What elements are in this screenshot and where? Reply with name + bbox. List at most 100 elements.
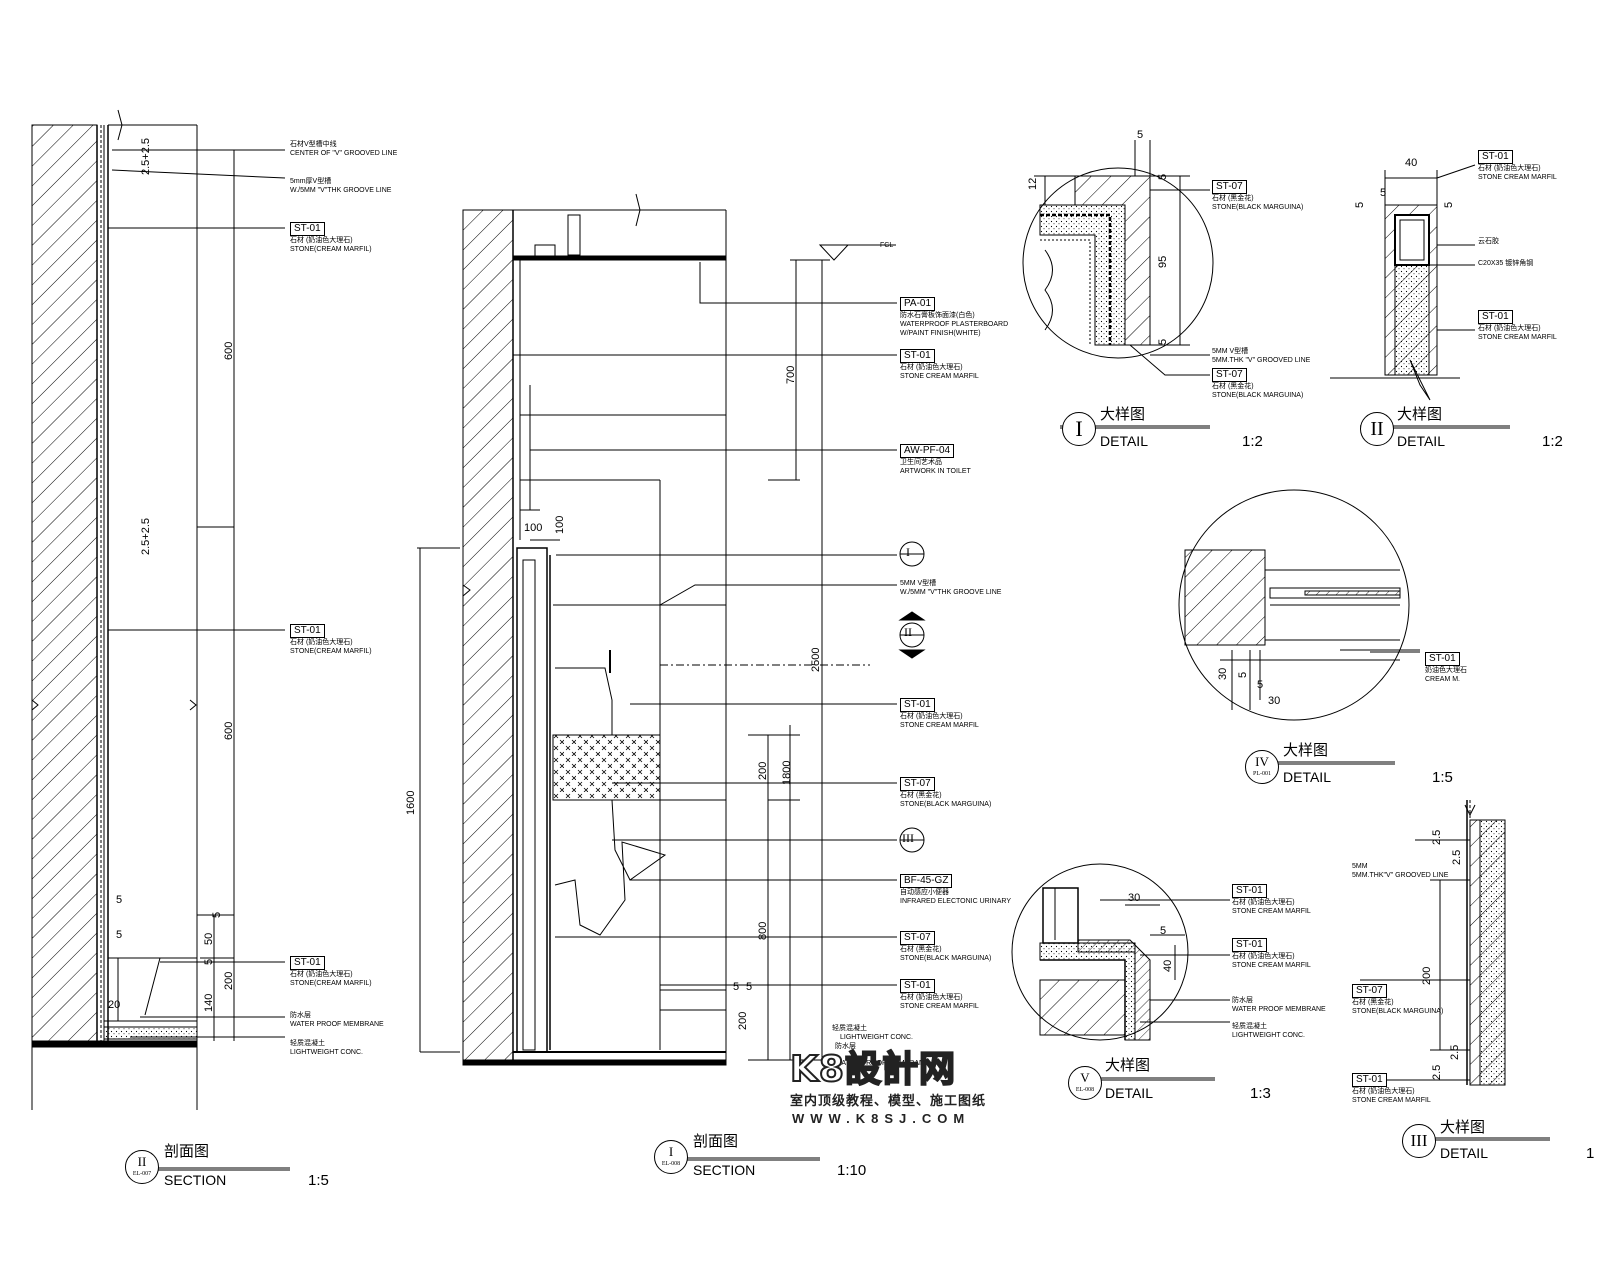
title-en: DETAIL [1440,1145,1488,1161]
annotation-en: WATER PROOF MEMBRANE [1232,1006,1326,1013]
dim-label: 95 [1157,255,1169,268]
dim-label: 5 [1380,187,1387,199]
dim-label: 5 [1157,338,1169,345]
section-symbol: II EL-007 [125,1150,159,1184]
dim-label: 200 [223,971,235,990]
material-tag: ST-07 [1352,984,1387,998]
annotation-cn: 5mm厚V型槽 [290,178,332,185]
dim-label: 140 [203,993,215,1012]
material-tag: ST-01 [290,956,325,970]
material-tag: ST-01 [900,698,935,712]
dim-label: 1600 [405,790,417,815]
material-tag: ST-01 [900,349,935,363]
dim-label: 30 [1128,892,1141,904]
material-tag: ST-07 [900,931,935,945]
fcl-label: FCL [880,242,894,249]
callout-markers [898,541,926,853]
dim-label: 5 [1137,129,1144,141]
callout-label: I [906,545,910,559]
annotation-cn: 自动感应小便器 [900,889,949,896]
detail-symbol: V EL-008 [1068,1066,1102,1100]
annotation-cn: 石材 (黑金花) [900,792,942,799]
annotation-en: LIGHTWEIGHT CONC. [290,1049,363,1056]
material-tag: ST-01 [290,624,325,638]
callout-label: III [902,831,914,845]
material-tag: PA-01 [900,297,936,311]
dim-label: 2500 [810,647,822,672]
annotation-cn: 卫生间艺术品 [900,459,942,466]
annotation-en: STONE(CREAM MARFIL) [290,246,372,253]
title-scale: 1:3 [1250,1085,1271,1102]
material-tag: ST-01 [900,979,935,993]
annotation-cn: 石材 (奶油色大理石) [1478,325,1541,332]
annotation-cn: 石材 (奶油色大理石) [1352,1088,1415,1095]
annotation-en: 5MM.THK"V" GROOVED LINE [1352,872,1449,879]
detail-iv-drawing [1178,489,1420,721]
title-cn: 剖面图 [693,1133,739,1150]
title-en: SECTION [164,1172,227,1188]
annotation-cn: 轻质混凝土 [290,1040,325,1047]
annotation-en: STONE(BLACK MARGUINA) [900,801,992,808]
watermark-logo: K8設計网 [789,1048,956,1091]
section-symbol: I EL-008 [654,1140,688,1174]
title-scale: 1 [1586,1145,1595,1162]
watermark-url: WWW.K8SJ.COM [792,1111,971,1126]
dim-label: 40 [1162,959,1174,972]
dim-label: 200 [757,761,769,780]
material-tag: ST-01 [1232,884,1267,898]
annotation-en: STONE(BLACK MARGUINA) [1212,392,1304,399]
annotation-cn: 防水层 [290,1012,311,1019]
title-scale: 1:2 [1242,433,1263,450]
dim-label: 5 [1237,671,1249,678]
dim-label: 5 [1160,925,1167,937]
annotation-en: CENTER OF "V" GROOVED LINE [290,150,398,157]
annotation-en: STONE(CREAM MARFIL) [290,980,372,987]
left-section-drawing [31,109,286,1110]
dim-label: 5 [211,911,223,918]
annotation-cn: 石材 (奶油色大理石) [290,237,353,244]
annotation-en: STONE CREAM MARFIL [900,373,979,380]
dim-label: 5 [746,981,753,993]
annotation-en: W./5MM "V"THK GROOVE LINE [900,589,1002,596]
annotation-en: CREAM M. [1425,676,1460,683]
title-en: DETAIL [1105,1085,1153,1101]
dim-label: 5 [733,981,740,993]
material-tag: BF-45-GZ [900,874,953,888]
title-cn: 大样图 [1440,1119,1486,1136]
annotation-en: STONE(BLACK MARGUINA) [1352,1008,1444,1015]
annotation-en: INFRARED ELECTONIC URINARY [900,898,1011,905]
annotation-en: WATER PROOF MEMBRANE [290,1021,384,1028]
title-en: DETAIL [1397,433,1445,449]
annotation-cn: 石材 (黑金花) [1212,195,1254,202]
annotation-cn: 石材 (奶油色大理石) [1232,953,1295,960]
detail-v-drawing [1011,863,1230,1041]
title-scale: 1:5 [308,1172,329,1189]
dim-label: 5 [1354,201,1366,208]
annotation-en: STONE CREAM MARFIL [1232,962,1311,969]
dim-label: 600 [223,721,235,740]
detail-symbol: II [1360,412,1394,446]
annotation-cn: 石材 (奶油色大理石) [900,994,963,1001]
detail-iii-drawing [1360,800,1506,1086]
title-scale: 1:10 [837,1162,867,1179]
material-tag: ST-01 [1232,938,1267,952]
annotation-cn: 轻质混凝土 [1232,1023,1267,1030]
dim-label: 5 [116,929,123,941]
detail-symbol: III [1402,1124,1436,1158]
dim-label: 100 [524,522,543,534]
dim-label: 5 [1257,679,1264,691]
annotation-en: STONE CREAM MARFIL [1478,334,1557,341]
annotation-cn: 奶油色大理石 [1425,667,1467,674]
annotation-cn: 云石胶 [1478,238,1499,245]
dim-label: 30 [1217,667,1229,680]
annotation-en: STONE(BLACK MARGUINA) [1212,204,1304,211]
dim-label: 200 [737,1011,749,1030]
annotation-en: STONE(CREAM MARFIL) [290,648,372,655]
dim-label: 1800 [781,760,793,785]
annotation-en: ARTWORK IN TOILET [900,468,971,475]
annotation-en: STONE CREAM MARFIL [1478,174,1557,181]
annotation-cn: 石材 (奶油色大理石) [290,971,353,978]
annotation-cn: 5MM [1352,863,1368,870]
dim-label: 700 [785,365,797,384]
annotation-cn: 防水石膏板饰面漆(白色) [900,312,975,319]
